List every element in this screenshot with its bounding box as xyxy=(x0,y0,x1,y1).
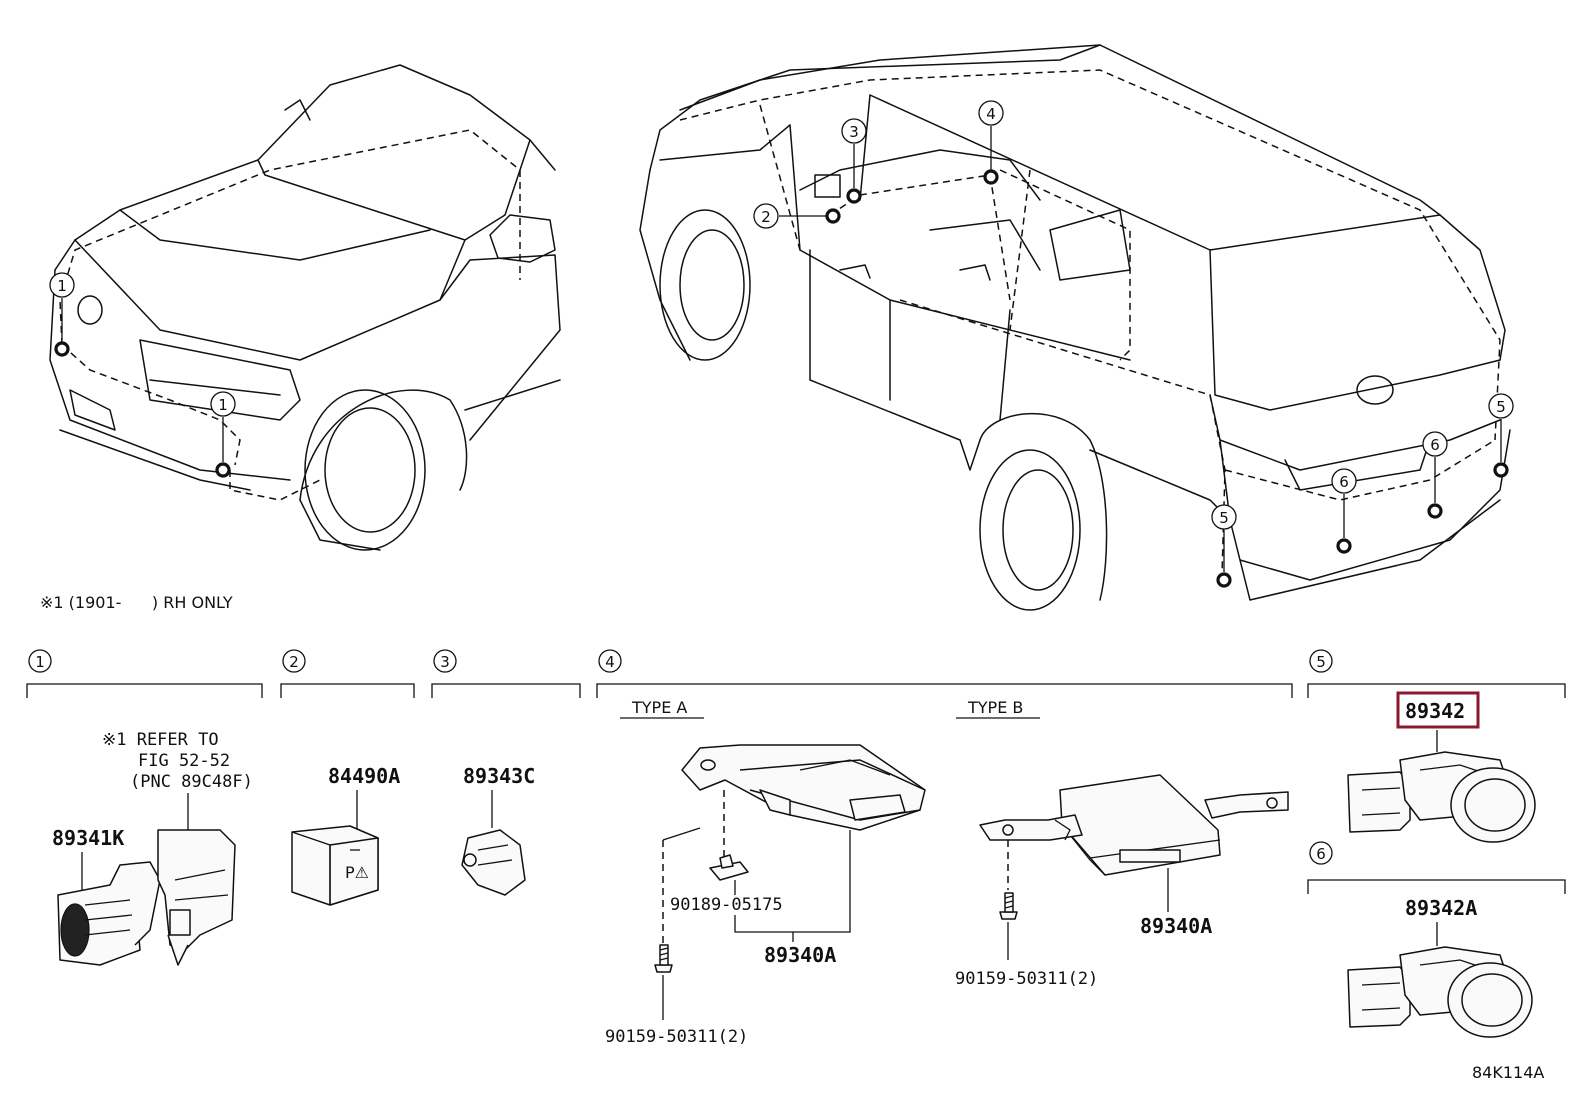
section-1-parts: ※1 REFER TO FIG 52-52 (PNC 89C48F) 89341… xyxy=(52,730,253,966)
callout-circle-5a xyxy=(1211,504,1237,530)
ecu-type-b-part xyxy=(979,774,1289,876)
section-4-parts: TYPE A TYPE B 90189-05175 89340A xyxy=(605,698,1289,1047)
callout-circle-3 xyxy=(841,118,867,144)
sensor-module-part xyxy=(461,829,526,896)
section-number-2: 2 xyxy=(289,653,299,671)
refer-note-line1: ※1 REFER TO xyxy=(102,730,219,750)
section-number-4: 4 xyxy=(605,653,615,671)
locator-dot xyxy=(1493,462,1509,478)
parking-switch-part: P⚠ xyxy=(291,825,379,906)
type-b-label: TYPE B xyxy=(967,698,1023,717)
section-6-parts: 89342A xyxy=(1347,896,1533,1038)
part-label-89340A-type-b[interactable]: 89340A xyxy=(1140,914,1212,938)
clip-part xyxy=(709,854,749,881)
rh-only-note: ※1 (1901- ) RH ONLY xyxy=(40,593,233,612)
section-number-3: 3 xyxy=(440,653,450,671)
callout-number: 3 xyxy=(849,123,859,141)
locator-dot xyxy=(1336,538,1352,554)
locator-dot xyxy=(825,208,841,224)
locator-dot xyxy=(1216,572,1232,588)
callout-number: 2 xyxy=(761,208,771,226)
ultrasonic-sensor-part-89342 xyxy=(1347,751,1536,843)
screw-part-a xyxy=(654,944,673,973)
section-number-1: 1 xyxy=(35,653,45,671)
callout-number: 6 xyxy=(1430,436,1440,454)
rear-vehicle-illustration xyxy=(639,44,1511,611)
locator-dot xyxy=(54,341,70,357)
callout-number: 5 xyxy=(1219,509,1229,527)
callout-number: 6 xyxy=(1339,473,1349,491)
callout-circle-2 xyxy=(753,203,779,229)
ultrasonic-sensor-part-89342A xyxy=(1347,946,1533,1038)
callout-number: 1 xyxy=(57,277,67,295)
callout-circle-1a xyxy=(49,272,75,298)
part-label-90189-05175[interactable]: 90189-05175 xyxy=(670,895,783,915)
section-number-6: 6 xyxy=(1316,845,1326,863)
locator-dot xyxy=(1427,503,1443,519)
part-label-90159-50311-type-b[interactable]: 90159-50311(2) xyxy=(955,969,1098,989)
figure-code: 84K114A xyxy=(1472,1063,1544,1082)
callout-circle-6a xyxy=(1331,468,1357,494)
connector-part xyxy=(157,829,236,966)
part-label-89340A-type-a[interactable]: 89340A xyxy=(764,943,836,967)
callout-circle-5b xyxy=(1488,393,1514,419)
part-label-90159-50311-type-a[interactable]: 90159-50311(2) xyxy=(605,1027,748,1047)
refer-note-line3: (PNC 89C48F) xyxy=(130,772,253,792)
section-3-parts: 89343C xyxy=(461,764,535,896)
part-label-84490A[interactable]: 84490A xyxy=(328,764,400,788)
locator-callouts: 1 1 2 3 4 5 5 6 xyxy=(49,100,1514,588)
refer-note-line2: FIG 52-52 xyxy=(138,751,230,771)
parking-sensor-part xyxy=(57,861,161,966)
section-2-parts: 84490A P⚠ xyxy=(291,764,400,906)
locator-dot xyxy=(846,188,862,204)
type-a-label: TYPE A xyxy=(631,698,687,717)
callout-circle-6b xyxy=(1422,431,1448,457)
section-number-5: 5 xyxy=(1316,653,1326,671)
screw-part-b xyxy=(999,892,1018,920)
part-label-89342A[interactable]: 89342A xyxy=(1405,896,1477,920)
locator-dot xyxy=(215,462,231,478)
locator-dot xyxy=(983,169,999,185)
callout-circle-1b xyxy=(210,391,236,417)
part-label-89342[interactable]: 89342 xyxy=(1405,699,1465,723)
section-5-parts: 89342 xyxy=(1347,691,1536,843)
section-headers: 1 2 3 4 5 6 xyxy=(26,649,1566,894)
callout-number: 4 xyxy=(986,105,996,123)
part-label-89343C[interactable]: 89343C xyxy=(463,764,535,788)
svg-text:P⚠: P⚠ xyxy=(345,863,369,882)
callout-number: 1 xyxy=(218,396,228,414)
callout-circle-4 xyxy=(978,100,1004,126)
part-label-89341K[interactable]: 89341K xyxy=(52,826,124,850)
highlight-box xyxy=(1396,691,1480,729)
callout-number: 5 xyxy=(1496,398,1506,416)
front-vehicle-illustration xyxy=(49,64,561,551)
ecu-type-a-part xyxy=(681,744,926,831)
